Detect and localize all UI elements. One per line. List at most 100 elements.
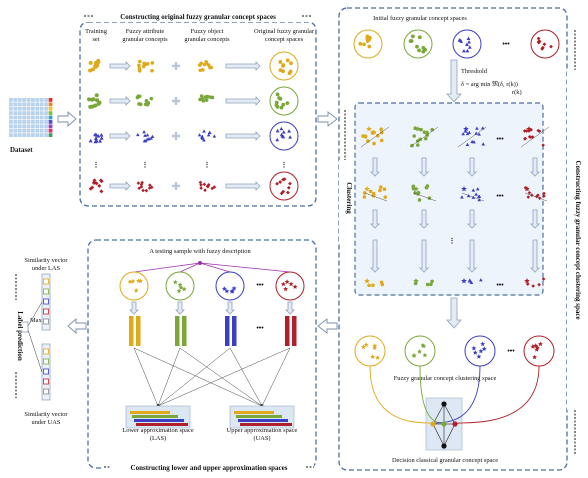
dataset-cell bbox=[26, 128, 31, 133]
cluster-item bbox=[417, 198, 422, 202]
obj-granule bbox=[202, 182, 207, 187]
clustering-space-star bbox=[421, 343, 427, 349]
similarity-cell bbox=[43, 298, 49, 305]
approx-space-bar bbox=[240, 423, 292, 426]
cluster-item bbox=[474, 192, 478, 196]
orig-space-item bbox=[278, 180, 283, 184]
cluster-ellipsis: ⋮ bbox=[449, 237, 456, 245]
dataset-cell bbox=[9, 115, 13, 120]
attr-granule bbox=[145, 133, 150, 137]
dataset-cell bbox=[22, 111, 26, 115]
cluster-item bbox=[461, 132, 465, 136]
header-orig-line1: Original fuzzy granular bbox=[254, 28, 315, 35]
cluster-item bbox=[372, 141, 376, 146]
approx-down-arrow bbox=[285, 301, 295, 315]
initial-space-item bbox=[367, 35, 372, 40]
approx-bar bbox=[225, 316, 230, 346]
cluster-item bbox=[529, 128, 533, 132]
cluster-center-star bbox=[415, 126, 421, 132]
dataset-cell bbox=[26, 120, 31, 124]
dataset-cell bbox=[13, 106, 18, 111]
orig-space-item bbox=[287, 129, 291, 133]
cluster-item bbox=[413, 191, 417, 195]
dataset-cell bbox=[13, 124, 18, 129]
clustering-space-star bbox=[372, 345, 377, 350]
ellipsis-training: ⋮ bbox=[93, 161, 100, 169]
initial-space-item bbox=[465, 48, 470, 53]
cluster-item bbox=[536, 193, 540, 197]
cluster-item bbox=[475, 126, 479, 130]
cluster-step-arrow bbox=[530, 239, 540, 273]
dataset-cell bbox=[39, 102, 44, 107]
threshold-formula: δ = arg min 𝔐(δ, r(k)) bbox=[461, 81, 518, 88]
dataset-cell bbox=[26, 106, 31, 111]
approx-down-arrow bbox=[129, 301, 139, 315]
orig-space-item bbox=[285, 101, 290, 106]
attr-granule bbox=[144, 188, 149, 193]
dataset-cell bbox=[22, 115, 26, 120]
cluster-item bbox=[542, 191, 546, 196]
approx-space-star bbox=[176, 288, 182, 294]
training-item bbox=[98, 138, 103, 143]
training-item bbox=[96, 133, 101, 138]
cluster-center-star bbox=[413, 186, 419, 192]
sim-las-line1: Similarity vector bbox=[24, 257, 68, 264]
attr-granule bbox=[149, 96, 154, 101]
dataset-label: Dataset bbox=[10, 146, 33, 154]
cluster-item bbox=[415, 143, 420, 147]
decision-node bbox=[441, 443, 447, 449]
cluster-step-arrow bbox=[467, 209, 477, 229]
plus-icon bbox=[172, 62, 180, 70]
orig-space-item bbox=[275, 137, 280, 142]
cluster-step-arrow bbox=[530, 209, 540, 229]
cluster-item bbox=[379, 127, 383, 132]
testing-sample-title: A testing sample with fuzzy description bbox=[149, 248, 251, 255]
side-label: Constructing fuzzy granular concept clus… bbox=[574, 160, 582, 319]
training-item bbox=[98, 178, 103, 183]
dataset-cell bbox=[26, 98, 31, 102]
training-item bbox=[88, 104, 93, 109]
decision-node bbox=[452, 421, 458, 427]
dataset-cell bbox=[39, 98, 44, 102]
cluster-item bbox=[537, 282, 541, 287]
approx-space-star bbox=[136, 278, 141, 283]
training-item bbox=[93, 136, 98, 141]
approx-space-star bbox=[284, 279, 290, 284]
cluster-item bbox=[379, 280, 384, 285]
dataset-cell bbox=[48, 128, 53, 133]
dataset-cell bbox=[48, 124, 53, 129]
initial-space-item bbox=[549, 44, 553, 49]
testing-sample-edge bbox=[179, 262, 201, 273]
dataset-cell bbox=[17, 102, 22, 107]
dataset-cell bbox=[39, 124, 44, 129]
threshold-formula-sub: r(k) bbox=[512, 89, 522, 96]
clustering-space-dots: ••• bbox=[507, 347, 515, 355]
dataset-cell bbox=[9, 128, 13, 133]
bottom-to-label-arrow bbox=[67, 318, 87, 334]
approx-space-outline bbox=[215, 271, 245, 301]
cluster-item bbox=[460, 195, 464, 199]
clustering-space-outline bbox=[523, 335, 555, 367]
training-item bbox=[88, 138, 93, 143]
orig-space-item bbox=[288, 135, 292, 139]
clustering-space-star bbox=[476, 354, 482, 359]
clustering-space-star bbox=[420, 342, 426, 348]
cluster-center-star bbox=[463, 126, 469, 132]
obj-granule bbox=[204, 98, 209, 102]
dataset-cell bbox=[17, 128, 22, 133]
cluster-item bbox=[542, 194, 546, 198]
dataset-cell bbox=[44, 111, 48, 115]
approx-space-star bbox=[231, 285, 237, 291]
orig-space-item bbox=[279, 105, 284, 110]
obj-to-orig-arrow bbox=[225, 181, 261, 191]
dataset-cell bbox=[35, 124, 40, 129]
approx-down-arrow bbox=[175, 301, 185, 315]
training-item bbox=[99, 189, 104, 194]
dataset-cell bbox=[13, 120, 18, 124]
attr-granule bbox=[150, 61, 155, 65]
dataset-cell bbox=[22, 98, 26, 102]
dataset-cell bbox=[31, 120, 35, 124]
original-spaces-panel: Constructing original fuzzy granular con… bbox=[79, 10, 317, 207]
dataset-cell bbox=[22, 124, 26, 129]
clustering-space-star bbox=[532, 354, 538, 360]
